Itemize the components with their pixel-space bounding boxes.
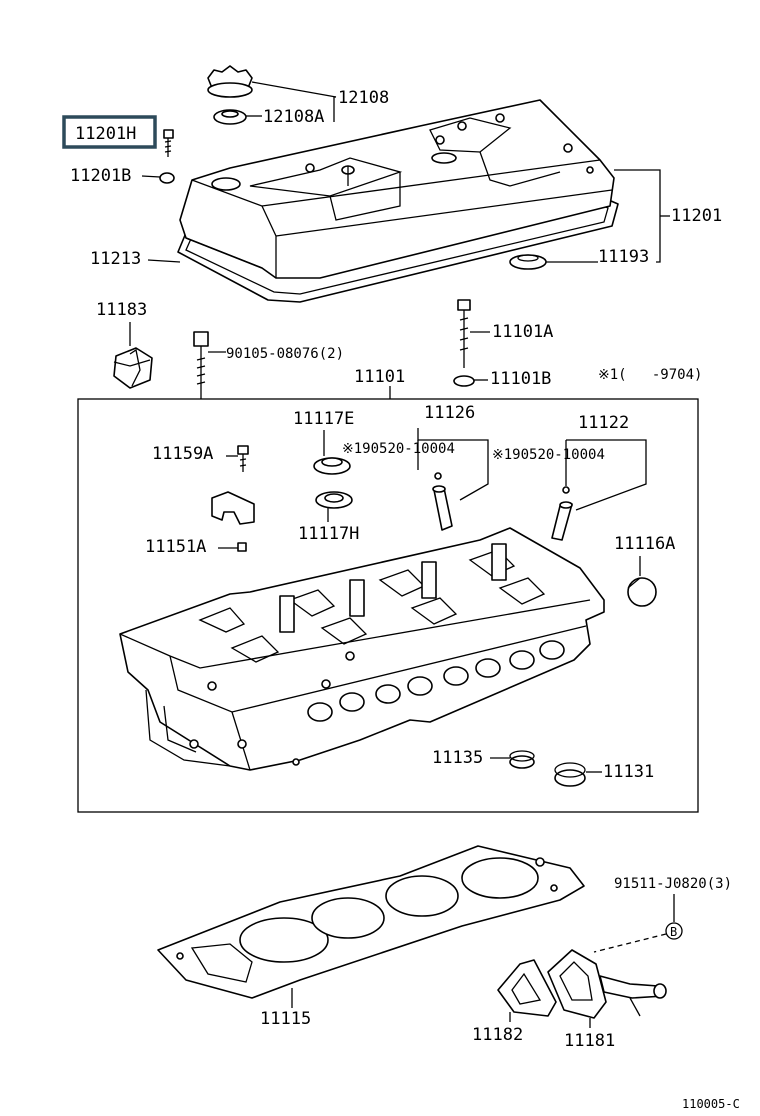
- label-11101: 11101: [354, 367, 405, 387]
- marker-b: B: [670, 925, 677, 939]
- plug-11183[interactable]: [113, 347, 153, 389]
- oil-filler-gasket[interactable]: [213, 109, 247, 125]
- bearing-cap[interactable]: [211, 491, 255, 525]
- seal-11193-inner: [517, 254, 539, 262]
- note-range: ※1( -9704): [598, 367, 702, 383]
- label-11182: 11182: [472, 1025, 523, 1045]
- label-11101A: 11101A: [492, 322, 553, 342]
- label-90105-08076: 90105-08076(2): [226, 346, 344, 362]
- label-11201: 11201: [671, 206, 722, 226]
- label-11117H: 11117H: [298, 524, 359, 544]
- label-12108A: 12108A: [263, 107, 324, 127]
- bolt-11101A[interactable]: [457, 299, 471, 368]
- label-11116A: 11116A: [614, 534, 675, 554]
- label-11126: 11126: [424, 403, 475, 423]
- leader-12108: [251, 81, 337, 98]
- label-11183: 11183: [96, 300, 147, 320]
- label-11181: 11181: [564, 1031, 615, 1051]
- label-11201B: 11201B: [70, 166, 131, 186]
- guide-11126[interactable]: [432, 472, 453, 531]
- label-11117E: 11117E: [293, 409, 354, 429]
- head-gasket-11115[interactable]: [157, 845, 585, 999]
- washer-11101B[interactable]: [453, 375, 475, 387]
- cylinder-head-frame: [77, 398, 699, 813]
- label-11115: 11115: [260, 1009, 311, 1029]
- label-11151A: 11151A: [145, 537, 206, 557]
- label-90520-b: ※190520-10004: [492, 447, 605, 463]
- cylinder-head[interactable]: [119, 527, 605, 771]
- plug-11116A[interactable]: [627, 577, 657, 607]
- bracket-11122: [566, 439, 647, 511]
- label-11101B: 11101B: [490, 369, 551, 389]
- seal-11117E[interactable]: [313, 457, 351, 475]
- leader-91511-dashed: [593, 933, 667, 953]
- label-11135: 11135: [432, 748, 483, 768]
- leader-11213: [147, 259, 181, 263]
- bolt-90105[interactable]: [193, 331, 209, 394]
- label-91511-J0820: 91511-J0820(3): [614, 876, 732, 892]
- label-11131: 11131: [603, 762, 654, 782]
- label-12108: 12108: [338, 88, 389, 108]
- guide-11122[interactable]: [551, 486, 573, 541]
- label-11122: 11122: [578, 413, 629, 433]
- label-11213: 11213: [90, 249, 141, 269]
- label-11159A: 11159A: [152, 444, 213, 464]
- leader-11201B: [141, 175, 161, 178]
- seal-11135[interactable]: [509, 750, 535, 769]
- grommet-11201B[interactable]: [159, 172, 175, 184]
- oil-filler-cap[interactable]: [207, 65, 253, 98]
- seal-11193[interactable]: [509, 254, 547, 270]
- bolt-11159A[interactable]: [237, 445, 249, 472]
- highlight-box: [62, 115, 157, 149]
- water-outlet-11181[interactable]: [547, 949, 667, 1019]
- plug-11131[interactable]: [554, 762, 586, 787]
- figure-code: 110005-C: [682, 1097, 740, 1111]
- label-90520-a: ※190520-10004: [342, 441, 455, 457]
- gasket-11182[interactable]: [497, 959, 557, 1017]
- bolt-11201H[interactable]: [163, 129, 174, 157]
- label-11193: 11193: [598, 247, 649, 267]
- marker-b-circle: [665, 922, 683, 940]
- bracket-12108: [333, 96, 336, 122]
- cylinder-head-cover[interactable]: [177, 99, 619, 303]
- dowel-11151A[interactable]: [237, 542, 247, 552]
- bracket-11126: [417, 428, 489, 501]
- gasket-11117H[interactable]: [315, 491, 353, 509]
- label-11201H[interactable]: 11201H: [75, 124, 136, 144]
